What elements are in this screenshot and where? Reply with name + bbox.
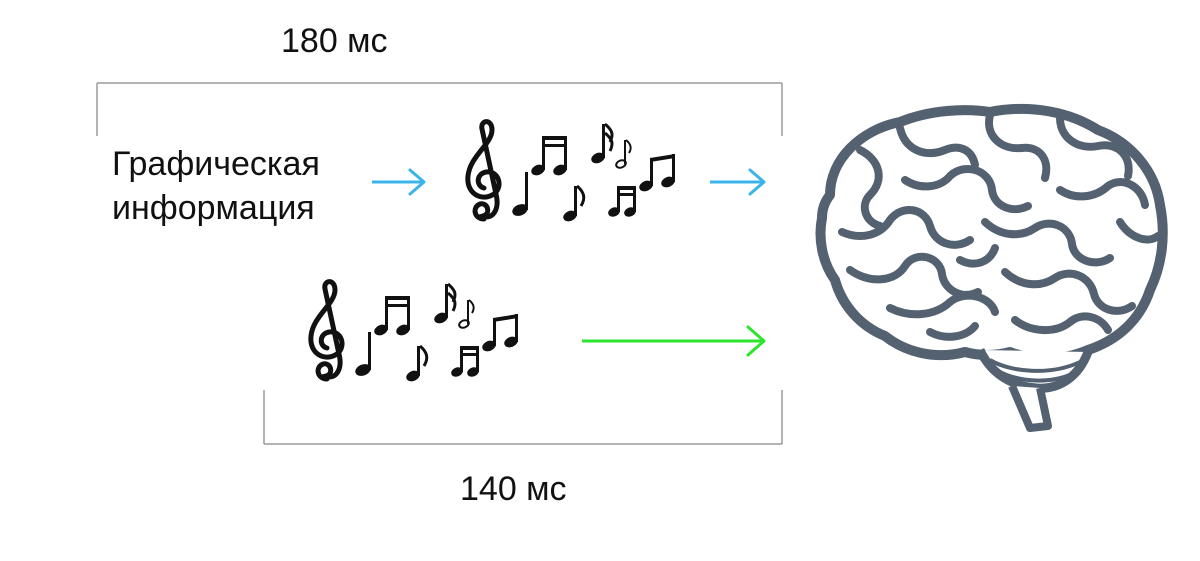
- graphic-info-line-1: Графическая: [112, 145, 320, 183]
- arrow-text-to-music: [372, 168, 426, 196]
- graphic-info-line-2: информация: [112, 189, 315, 227]
- arrow-music-to-brain: [710, 168, 766, 196]
- brain-icon: [815, 103, 1168, 432]
- timing-bracket-top: [96, 82, 783, 136]
- timing-label-top: 180 мс: [281, 22, 388, 60]
- music-notes-icon: [468, 122, 677, 224]
- timing-bracket-bottom: [263, 390, 783, 445]
- timing-label-bottom: 140 мс: [460, 470, 567, 508]
- arrow-direct-to-brain: [582, 325, 766, 357]
- graphic-info-label: Графическая информация: [112, 142, 320, 230]
- music-notes-icon: [311, 282, 520, 384]
